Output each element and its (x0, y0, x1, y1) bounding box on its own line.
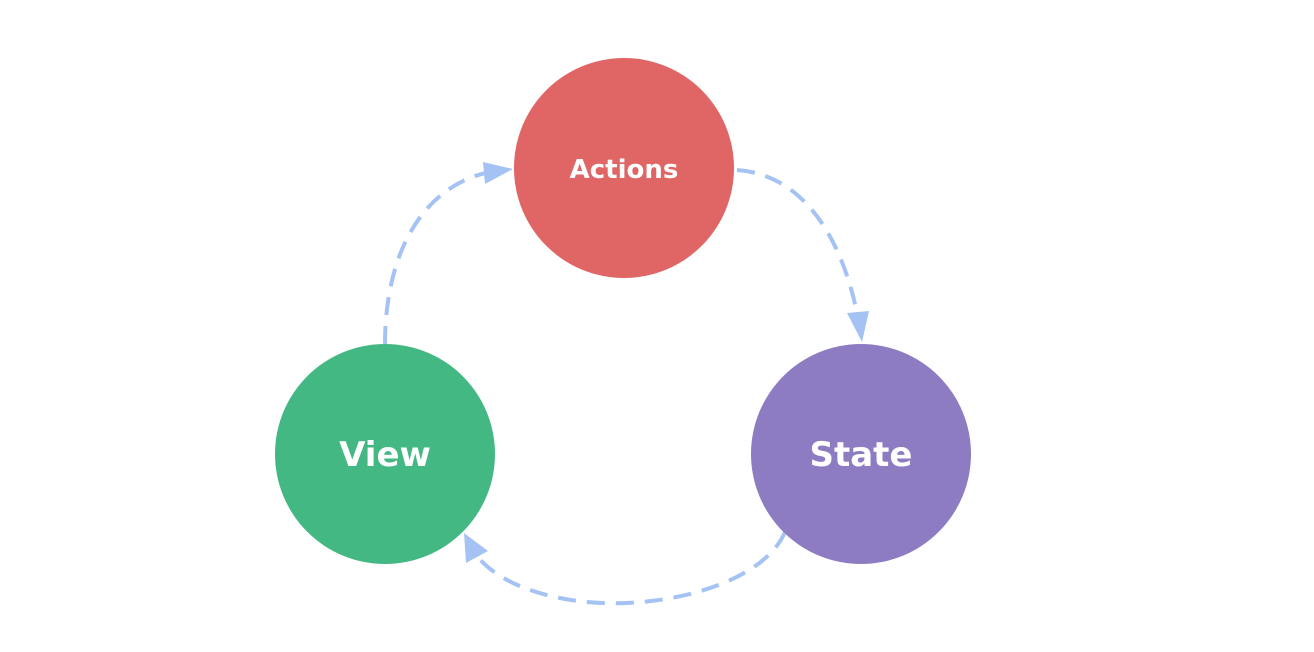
arrowhead-actions-to-state (847, 311, 869, 342)
arrow-actions-to-state (736, 168, 860, 319)
arrow-view-to-actions (383, 170, 491, 345)
arrowhead-state-to-view (464, 533, 488, 563)
node-actions-circle (514, 58, 734, 278)
arrow-state-to-view (474, 531, 787, 606)
node-state-circle (751, 344, 971, 564)
node-state-label: State (810, 435, 913, 475)
node-actions: Actions (514, 58, 734, 278)
node-view-circle (275, 344, 495, 564)
node-actions-label: Actions (570, 155, 679, 185)
arrowhead-view-to-actions (483, 162, 513, 184)
node-state: State (751, 344, 971, 564)
node-view: View (275, 344, 495, 564)
node-view-label: View (339, 435, 431, 475)
